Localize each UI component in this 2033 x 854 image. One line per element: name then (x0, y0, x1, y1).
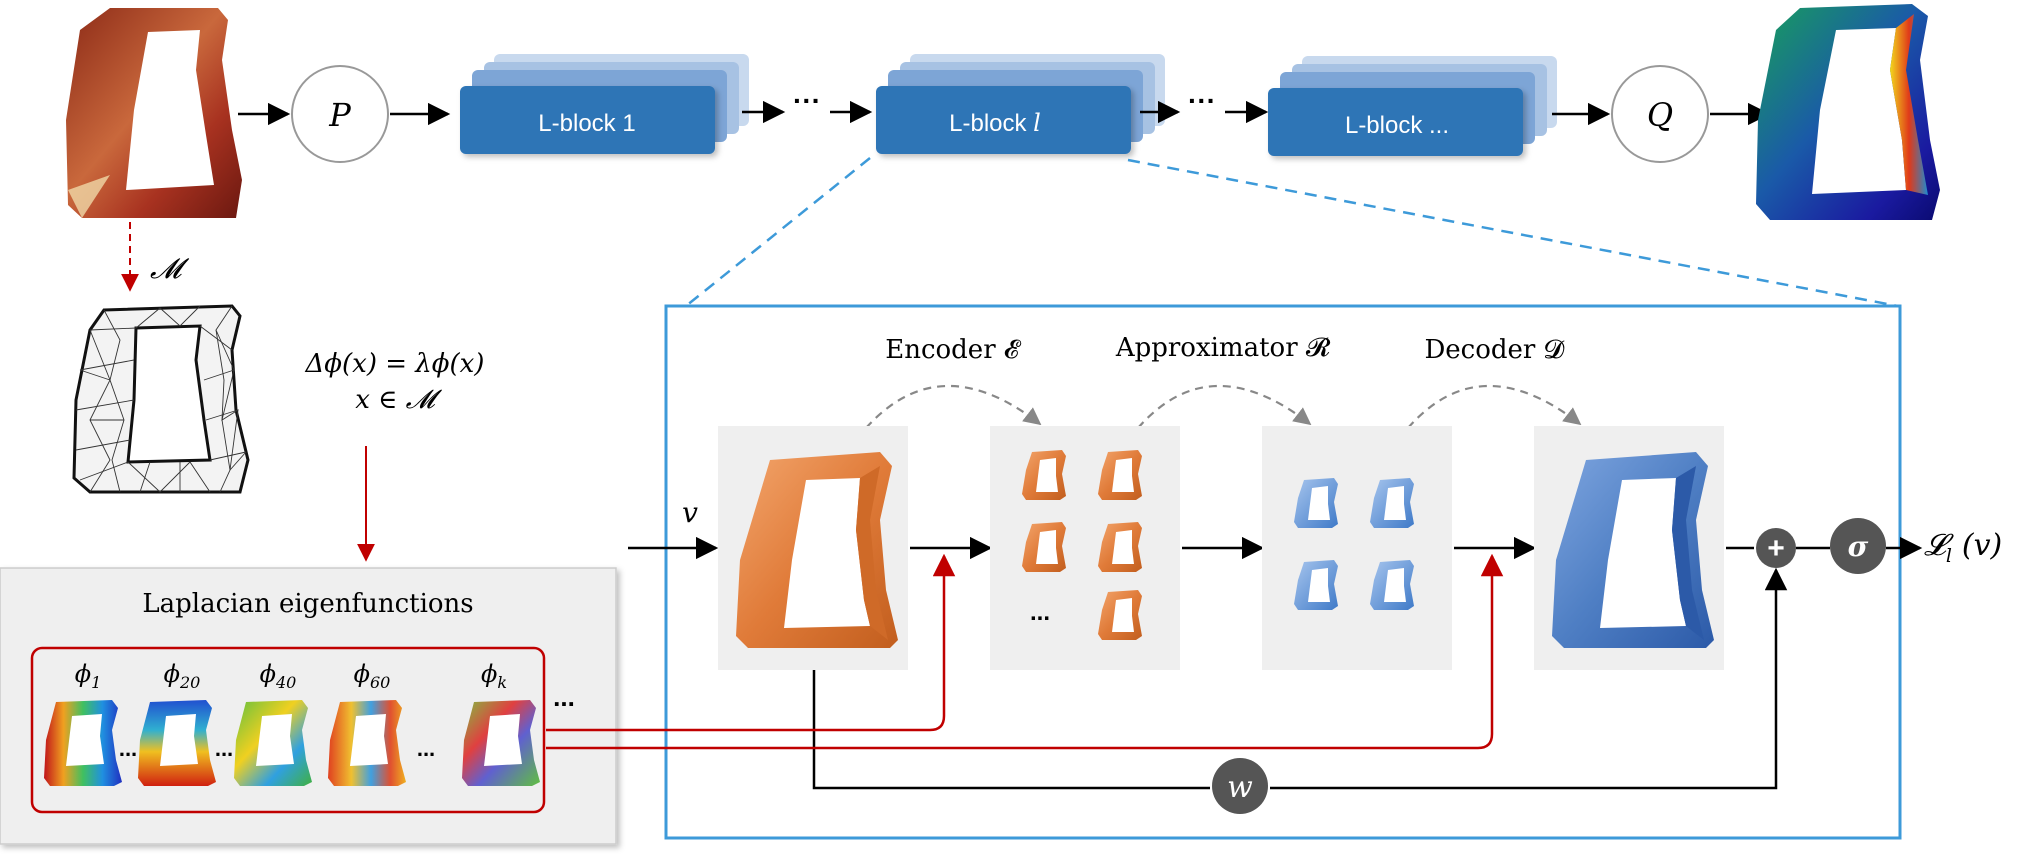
encoder-output-panel: ... (990, 426, 1180, 670)
lift-label: P (328, 96, 351, 134)
lblock-1-stack: L-block 1 (460, 54, 749, 154)
eigen-path-to-decoder (546, 553, 1504, 750)
eigen-outer-ellipsis: ... (553, 682, 575, 712)
sum-node: + (1756, 528, 1796, 568)
zoom-line-right (1127, 158, 1899, 308)
approx-mode-3 (1294, 560, 1338, 610)
activation-node: σ (1830, 518, 1886, 574)
laplace-equation-line2: x ∈ 𝓜 (355, 385, 442, 415)
approx-mode-2 (1370, 478, 1414, 528)
eigen-path-to-encoder (546, 553, 956, 732)
lift-node: P (291, 65, 389, 163)
weight-symbol: w (1227, 770, 1253, 805)
zoom-line-left (685, 157, 871, 307)
lblock-l-label: L-block l (949, 109, 1041, 137)
eigen-label-1: ϕ1 (75, 660, 102, 692)
approximator-panel (1262, 426, 1452, 670)
eigen-label-40: ϕ40 (260, 660, 297, 692)
project-label: Q (1647, 96, 1673, 134)
pipeline-ellipsis-1: ··· (793, 85, 821, 116)
input-shape (66, 8, 242, 218)
decoder-output-panel (1534, 426, 1724, 670)
skip-path-right (1270, 567, 1788, 790)
lblock-1-label: L-block 1 (538, 110, 635, 137)
encoder-input-panel (718, 426, 908, 670)
encoder-label: Encoder 𝓔 (885, 335, 1022, 365)
manifold-label: 𝓜 (150, 252, 190, 285)
pipeline-ellipsis-2: ··· (1188, 85, 1216, 116)
mesh-shape (72, 304, 250, 494)
activation-symbol: σ (1848, 530, 1869, 563)
decoder-label: Decoder 𝓓 (1424, 335, 1564, 365)
eigen-ellipsis-1: ... (119, 736, 137, 761)
approximator-curve-arrow (1137, 384, 1312, 429)
encoder-curve-arrow (865, 384, 1042, 429)
approx-mode-4 (1370, 560, 1414, 610)
encoded-mode-5 (1098, 590, 1142, 640)
encoded-ellipsis: ... (1030, 599, 1050, 626)
encoded-mode-3 (1022, 522, 1066, 572)
project-node: Q (1611, 65, 1709, 163)
eigen-shape-60 (328, 700, 406, 786)
input-v-label: v (682, 496, 698, 529)
eigen-shape-1 (44, 700, 122, 786)
eigen-panel: Laplacian eigenfunctions ϕ1 ϕ20 ϕ40 ϕ60 … (0, 567, 617, 845)
encoded-mode-1 (1022, 450, 1066, 500)
eigen-label-60: ϕ60 (354, 660, 391, 692)
output-label: 𝓛l(v) (1924, 528, 2002, 567)
eigen-ellipsis-3: ... (417, 736, 435, 761)
decoder-curve-arrow (1407, 384, 1582, 429)
lblock-n-label: L-block ... (1345, 112, 1449, 139)
encoded-mode-4 (1098, 522, 1142, 572)
encoded-mode-2 (1098, 450, 1142, 500)
approx-mode-1 (1294, 478, 1338, 528)
lblock-detail-frame (664, 304, 1902, 840)
eigen-shape-k (462, 700, 540, 786)
eigen-shape-40 (234, 700, 312, 786)
sum-symbol: + (1767, 532, 1785, 565)
approximator-label: Approximator 𝓡 (1115, 333, 1331, 363)
eigen-group-frame (30, 646, 546, 814)
lblock-n-stack: L-block ... (1268, 56, 1557, 156)
laplace-equation-line1: Δϕ(x) = λϕ(x) (305, 349, 485, 379)
eigen-shape-20 (138, 700, 216, 786)
eigen-panel-title: Laplacian eigenfunctions (142, 589, 473, 619)
skip-path-left (812, 670, 1210, 790)
eigen-label-k: ϕk (481, 660, 507, 692)
eigen-ellipsis-2: ... (215, 736, 233, 761)
weight-node: w (1212, 758, 1268, 814)
output-shape (1756, 4, 1940, 220)
eigen-label-20: ϕ20 (164, 660, 201, 692)
lblock-l-stack: L-block l (876, 54, 1165, 154)
